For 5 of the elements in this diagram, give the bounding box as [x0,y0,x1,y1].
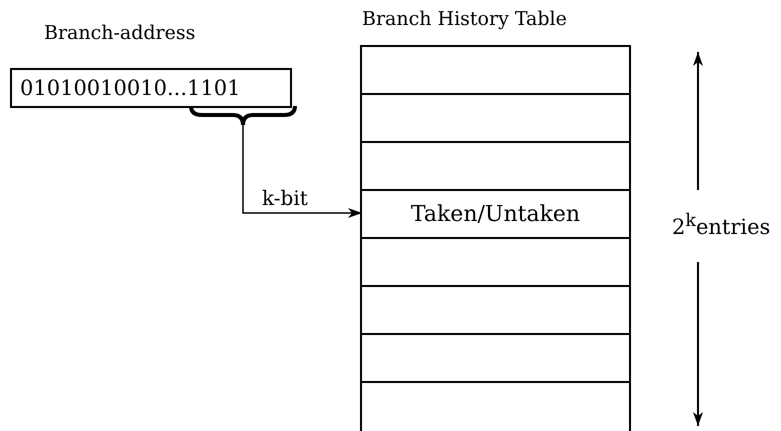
arrow [242,125,362,218]
address-box: 01010010010...1101 [10,68,292,108]
table-heading: Branch History Table [362,8,567,30]
box-heading: Branch-address [44,22,196,44]
row-text: Taken/Untaken [410,202,580,226]
